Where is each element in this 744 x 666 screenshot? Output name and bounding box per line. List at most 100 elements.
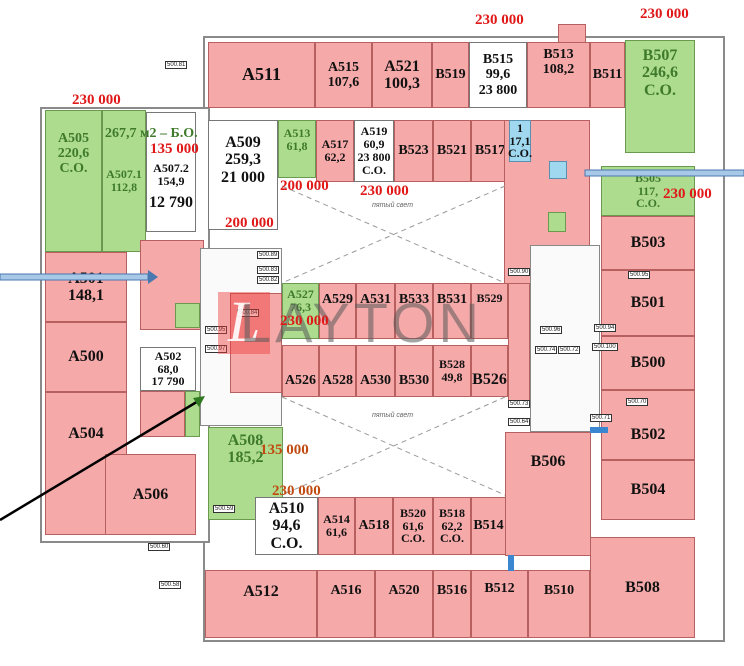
service-tag: 500.59 xyxy=(213,505,236,513)
room-a526[interactable]: A526 xyxy=(282,345,319,397)
room-label: B526 xyxy=(472,370,507,388)
room-label: A505 xyxy=(57,131,90,146)
room-b531[interactable]: B531 xyxy=(433,283,471,339)
room-b526[interactable]: B526 xyxy=(471,345,508,397)
room-a502-subrooms[interactable] xyxy=(140,391,185,437)
service-tag: 500.71 xyxy=(590,414,613,422)
price-label: 230 000 xyxy=(72,92,121,108)
room-b501[interactable]: B501 xyxy=(601,270,695,336)
room-b516[interactable]: B516 xyxy=(433,570,471,638)
service-tag: 500.97 xyxy=(205,345,228,353)
room-b521[interactable]: B521 xyxy=(433,120,471,182)
room-label: A518 xyxy=(358,518,390,534)
room-b509-12[interactable] xyxy=(548,212,566,232)
room-area: 220,6 xyxy=(57,146,90,162)
room-a506[interactable]: A506 xyxy=(105,454,196,535)
room-a529[interactable]: A529 xyxy=(319,283,356,339)
room-b506[interactable]: B506 xyxy=(505,432,591,556)
room-a516[interactable]: A516 xyxy=(317,570,375,638)
room-area: 62,2 xyxy=(324,150,346,164)
room-label: B501 xyxy=(630,294,666,312)
price-label: 200 000 xyxy=(225,215,274,231)
layton-watermark: LAYTON xyxy=(240,291,483,354)
room-status: C.O. xyxy=(440,531,464,546)
room-label: B512 xyxy=(484,581,515,596)
service-tag: 500.89 xyxy=(257,251,280,259)
black-arrow xyxy=(0,396,205,522)
room-b509-6[interactable] xyxy=(549,161,567,179)
room-a518[interactable]: A518 xyxy=(355,497,393,555)
room-b502[interactable]: B502 xyxy=(601,390,695,460)
room-b519[interactable]: B519 xyxy=(432,42,469,108)
room-label: 1 xyxy=(517,120,523,135)
room-a520[interactable]: A520 xyxy=(375,570,433,638)
room-a528[interactable]: A528 xyxy=(319,345,356,397)
room-label: A521 xyxy=(384,57,420,75)
room-b517[interactable]: B517 xyxy=(471,120,509,182)
room-label: B529 xyxy=(476,291,503,305)
room-area: 259,3 xyxy=(225,151,261,169)
room-status: C.O. xyxy=(270,534,303,552)
room-area: 17,1 xyxy=(509,133,531,148)
room-b510[interactable]: B510 xyxy=(528,570,590,638)
room-label: B530 xyxy=(398,372,430,388)
room-label: A519 xyxy=(360,124,388,139)
room-label: B520 xyxy=(399,505,426,520)
room-label: B533 xyxy=(398,292,430,307)
layton-logo-mark: L xyxy=(218,289,270,354)
room-label: B508 xyxy=(625,578,660,596)
room-b523[interactable]: B523 xyxy=(394,120,433,182)
room-area: 99,6 xyxy=(485,67,511,83)
room-label: A515 xyxy=(327,59,360,75)
door-marker xyxy=(508,555,514,571)
room-b514[interactable]: B514 xyxy=(471,497,506,555)
room-a530[interactable]: A530 xyxy=(356,345,395,397)
price-label: 135 000 xyxy=(150,141,199,157)
room-a500[interactable]: A500 xyxy=(45,322,127,392)
room-b533[interactable]: B533 xyxy=(395,283,433,339)
room-a511[interactable]: A511 xyxy=(208,42,315,108)
room-b512[interactable]: B512 xyxy=(471,570,528,638)
room-b530[interactable]: B530 xyxy=(395,345,433,397)
room-label: A530 xyxy=(359,372,392,388)
room-b511[interactable]: B511 xyxy=(590,42,625,108)
room-status: C.O. xyxy=(362,162,386,177)
room-a503-1[interactable] xyxy=(175,303,200,328)
room-b504[interactable]: B504 xyxy=(601,460,695,520)
room-b503[interactable]: B503 xyxy=(601,216,695,270)
room-label: A508 xyxy=(227,432,264,449)
service-tag: 500.64 xyxy=(508,418,531,426)
room-a531[interactable]: A531 xyxy=(356,283,395,339)
room-price: 23 800 xyxy=(357,150,391,164)
atrium-label-lower: пятый свет xyxy=(372,412,414,419)
room-status: C.O. xyxy=(636,196,660,211)
room-area: 246,6 xyxy=(642,64,678,82)
room-a512[interactable]: A512 xyxy=(205,570,317,638)
price-label: 230 000 xyxy=(640,6,689,22)
service-tag: 500.73 xyxy=(508,400,531,408)
room-b508[interactable]: B508 xyxy=(590,537,695,638)
room-area: 62,2 xyxy=(441,518,463,533)
room-b529[interactable]: B529 xyxy=(471,283,508,339)
